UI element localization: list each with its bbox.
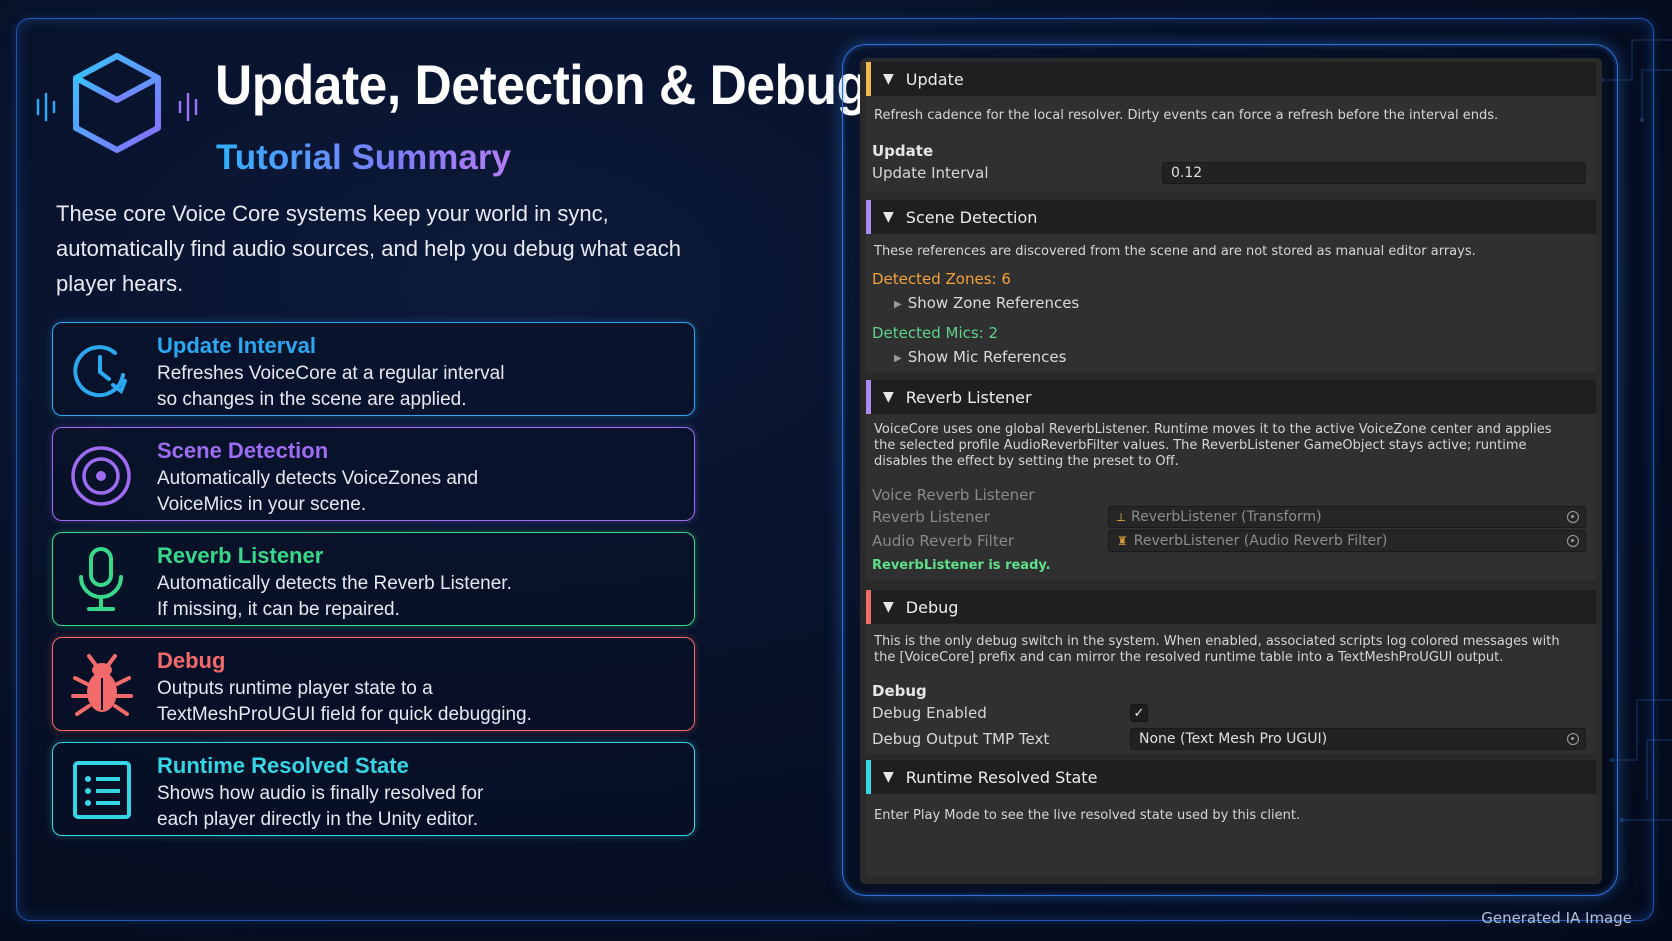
object-field-value: ReverbListener (Transform): [1131, 509, 1322, 525]
object-picker-icon[interactable]: [1567, 733, 1579, 745]
scene-detection-section-header[interactable]: ▼ Scene Detection: [866, 200, 1596, 234]
microphone-icon: [79, 547, 123, 611]
runtime-help-text: Enter Play Mode to see the live resolved…: [874, 808, 1301, 823]
voice-reverb-listener-group-label: Voice Reverb Listener: [872, 486, 1035, 504]
feature-card-reverb-listener: Reverb Listener Automatically detects th…: [52, 532, 695, 626]
foldout-arrow-right-icon: ▶: [894, 299, 902, 310]
audio-reverb-filter-label: Audio Reverb Filter: [872, 532, 1015, 550]
detected-zones-label: Detected Zones: 6: [872, 270, 1011, 288]
debug-section-header[interactable]: ▼ Debug: [866, 590, 1596, 624]
update-interval-label: Update Interval: [872, 164, 989, 182]
show-mic-references-foldout[interactable]: ▶ Show Mic References: [894, 348, 1066, 366]
object-picker-icon[interactable]: [1567, 511, 1579, 523]
reverb-listener-section: ▼ Reverb Listener VoiceCore uses one glo…: [866, 380, 1596, 580]
unity-inspector-panel: ▼ Update Refresh cadence for the local r…: [860, 58, 1602, 884]
section-title: Reverb Listener: [905, 387, 1032, 407]
update-section-header[interactable]: ▼ Update: [866, 62, 1596, 96]
cube-sound-logo-icon: [36, 53, 198, 153]
foldout-arrow-icon: ▼: [883, 71, 894, 87]
page-title: Update, Detection & Debug: [215, 53, 868, 116]
reverb-listener-help-text: VoiceCore uses one global ReverbListener…: [874, 422, 1552, 469]
audio-reverb-filter-object-field[interactable]: ♜ ReverbListener (Audio Reverb Filter): [1108, 530, 1586, 552]
feature-description: Shows how audio is finally resolved for …: [157, 783, 484, 830]
update-interval-field[interactable]: 0.12: [1162, 162, 1586, 184]
feature-description: Automatically detects the Reverb Listene…: [157, 573, 512, 620]
debug-enabled-label: Debug Enabled: [872, 704, 987, 722]
scene-detection-help-text: These references are discovered from the…: [874, 244, 1476, 259]
feature-title: Runtime Resolved State: [157, 753, 409, 778]
section-title: Update: [905, 69, 964, 89]
list-icon: [73, 761, 131, 819]
reverb-listener-object-field[interactable]: ⟂ ReverbListener (Transform): [1108, 506, 1586, 528]
feature-card-scene-detection: Scene Detection Automatically detects Vo…: [52, 427, 695, 521]
feature-title: Reverb Listener: [157, 543, 324, 568]
debug-section: ▼ Debug This is the only debug switch in…: [866, 590, 1596, 754]
feature-title: Debug: [157, 648, 226, 673]
foldout-label: Show Zone References: [907, 294, 1080, 312]
foldout-arrow-icon: ▼: [883, 209, 894, 225]
show-zone-references-foldout[interactable]: ▶ Show Zone References: [894, 294, 1079, 312]
section-title: Runtime Resolved State: [905, 767, 1098, 787]
reverb-listener-status: ReverbListener is ready.: [872, 558, 1051, 573]
foldout-arrow-icon: ▼: [883, 769, 894, 785]
bug-icon: [71, 654, 133, 716]
debug-help-text: This is the only debug switch in the sys…: [874, 634, 1560, 665]
update-group-label: Update: [872, 142, 934, 160]
update-help-text: Refresh cadence for the local resolver. …: [874, 108, 1499, 123]
feature-title: Update Interval: [157, 333, 316, 358]
runtime-resolved-state-section: ▼ Runtime Resolved State Enter Play Mode…: [866, 760, 1596, 876]
page-subtitle: Tutorial Summary: [216, 138, 511, 177]
foldout-arrow-icon: ▼: [883, 599, 894, 615]
feature-description: Outputs runtime player state to a TextMe…: [157, 678, 532, 725]
intro-text: These core Voice Core systems keep your …: [56, 201, 681, 296]
audio-filter-icon: ♜: [1117, 534, 1128, 548]
reverb-listener-section-header[interactable]: ▼ Reverb Listener: [866, 380, 1596, 414]
foldout-arrow-icon: ▼: [883, 389, 894, 405]
radar-target-icon: [71, 446, 131, 506]
watermark: Generated IA Image: [1481, 909, 1632, 927]
object-field-value: ReverbListener (Audio Reverb Filter): [1133, 533, 1388, 549]
foldout-label: Show Mic References: [907, 348, 1067, 366]
detected-mics-label: Detected Mics: 2: [872, 324, 999, 342]
feature-card-runtime-resolved-state: Runtime Resolved State Shows how audio i…: [52, 742, 695, 836]
debug-output-tmp-label: Debug Output TMP Text: [872, 730, 1050, 748]
inspector-frame: [842, 44, 1618, 896]
clock-refresh-icon: [73, 345, 127, 398]
transform-icon: ⟂: [1117, 509, 1126, 524]
feature-description: Automatically detects VoiceZones and Voi…: [157, 468, 479, 515]
runtime-resolved-state-section-header[interactable]: ▼ Runtime Resolved State: [866, 760, 1596, 794]
section-title: Debug: [905, 597, 959, 617]
feature-card-update-interval: Update Interval Refreshes VoiceCore at a…: [52, 322, 695, 416]
outer-frame: [16, 18, 1654, 921]
debug-output-tmp-field[interactable]: None (Text Mesh Pro UGUI): [1130, 728, 1586, 750]
scene-detection-section: ▼ Scene Detection These references are d…: [866, 200, 1596, 372]
debug-group-label: Debug: [872, 682, 927, 700]
feature-card-debug: Debug Outputs runtime player state to a …: [52, 637, 695, 731]
reverb-listener-label: Reverb Listener: [872, 508, 990, 526]
feature-title: Scene Detection: [157, 438, 329, 463]
foldout-arrow-right-icon: ▶: [894, 353, 902, 364]
object-field-value: None (Text Mesh Pro UGUI): [1139, 731, 1328, 747]
object-picker-icon[interactable]: [1567, 535, 1579, 547]
section-title: Scene Detection: [905, 207, 1038, 227]
update-section: ▼ Update Refresh cadence for the local r…: [866, 62, 1596, 192]
feature-description: Refreshes VoiceCore at a regular interva…: [157, 363, 505, 410]
debug-enabled-checkbox[interactable]: ✓: [1130, 704, 1148, 722]
